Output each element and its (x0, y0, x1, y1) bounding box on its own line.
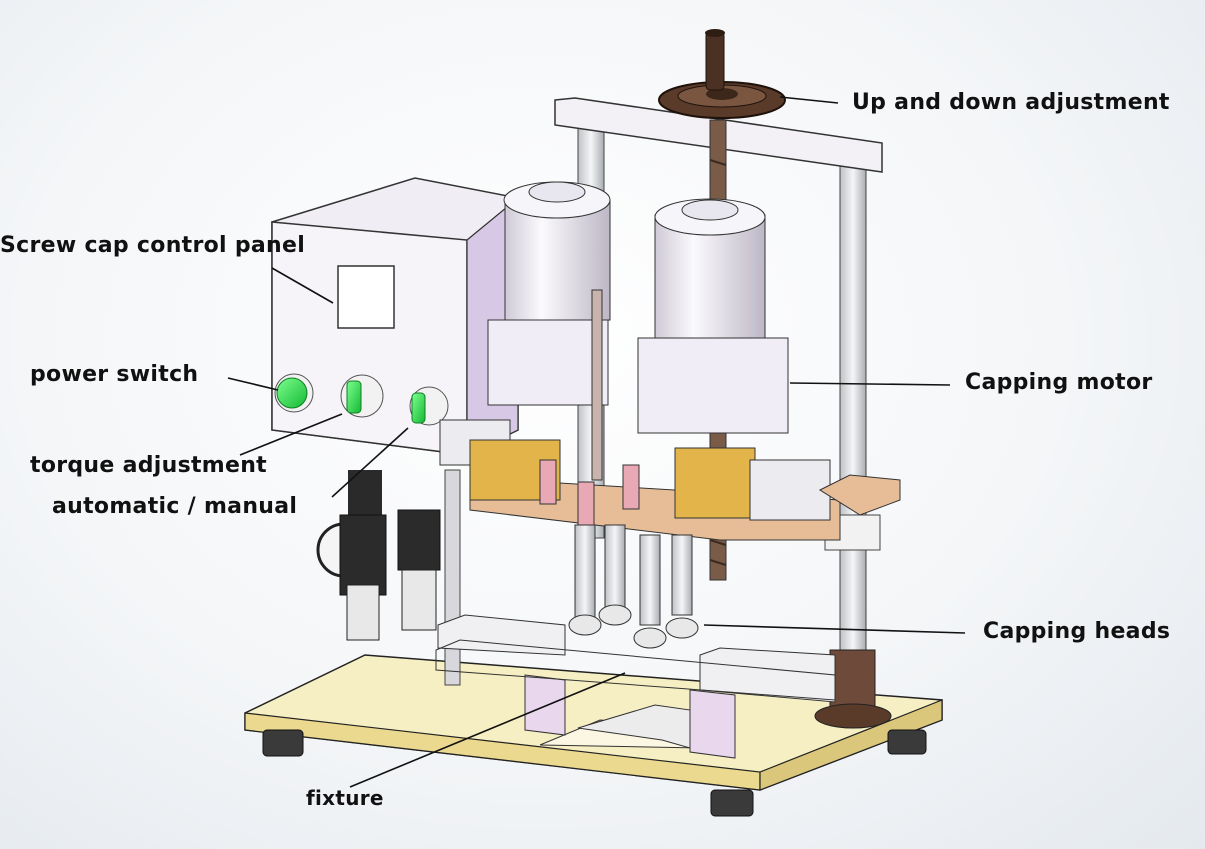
label-up-down-adjustment: Up and down adjustment (852, 90, 1170, 115)
fixture (524, 674, 736, 759)
label-fixture: fixture (306, 786, 384, 810)
label-screw-cap-control-panel: Screw cap control panel (0, 233, 306, 258)
label-capping-motor: Capping motor (965, 370, 1153, 395)
handwheel (658, 29, 786, 119)
label-automatic-manual: automatic / manual (52, 494, 298, 519)
capping-motors (487, 181, 789, 434)
carriage (439, 289, 901, 541)
label-capping-heads: Capping heads (983, 619, 1171, 644)
label-power-switch: power switch (30, 362, 199, 387)
label-torque-adjustment: torque adjustment (30, 453, 268, 478)
capping-heads-assembly (435, 524, 836, 703)
control-panel-box (271, 177, 519, 456)
leader-lines (227, 96, 966, 788)
air-regulator (316, 469, 461, 686)
